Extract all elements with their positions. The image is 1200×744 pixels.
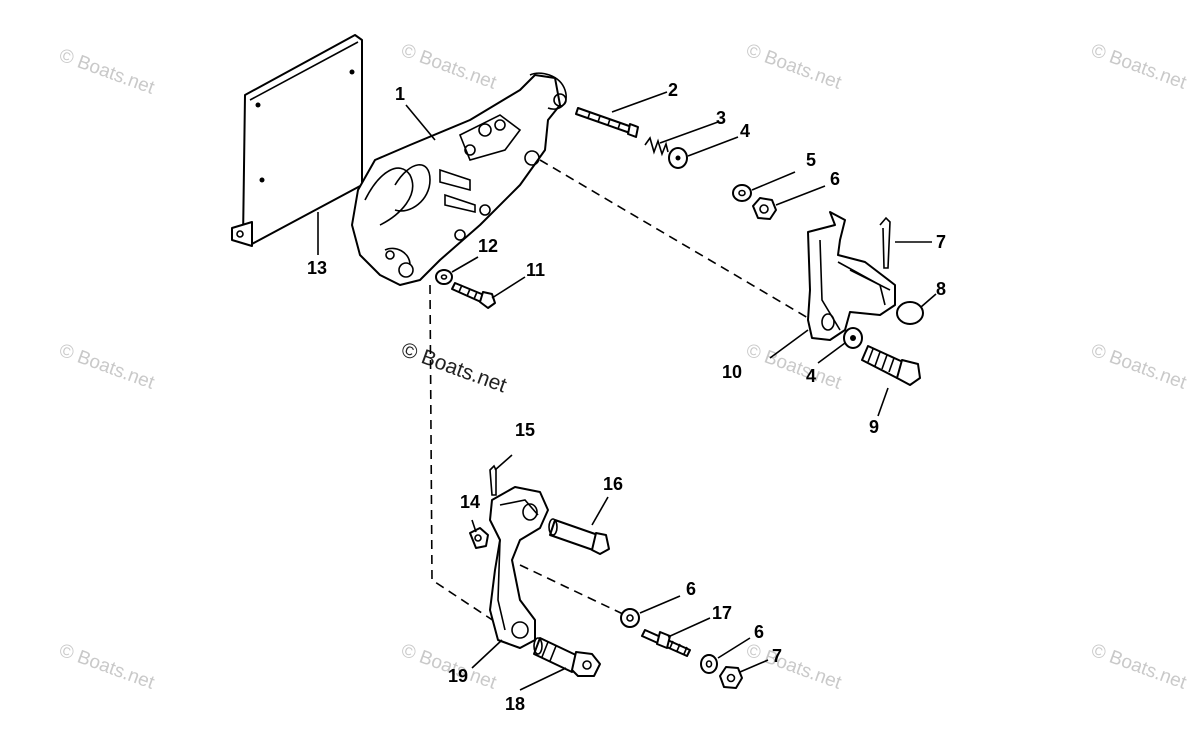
watermark: © Boats.net [56,640,157,694]
callout-labels: 1 2 3 4 5 6 7 8 4 9 10 11 12 13 14 15 16… [307,80,946,714]
washer-5 [732,184,752,202]
callout-17: 17 [712,603,732,623]
leader-lines [317,91,937,691]
watermark: © Boats.net [1088,40,1189,94]
watermark: © Boats.net [743,340,844,394]
callout-2: 2 [668,80,678,100]
pin-14 [469,527,489,549]
lever-10 [807,211,896,341]
callout-7: 7 [936,232,946,252]
callout-5: 5 [806,150,816,170]
stud-17 [641,629,691,657]
callout-18: 18 [505,694,525,714]
link-arm-19 [489,486,549,649]
pin-16 [548,518,610,555]
washer-6-middle [620,608,640,628]
washer-6-lower [700,654,718,674]
callout-4-lower: 4 [806,366,816,386]
callout-6-lower: 6 [754,622,764,642]
callout-4: 4 [740,121,750,141]
washer-4-lower [843,327,863,349]
watermark: © Boats.net [56,340,157,394]
watermark: © Boats.net [56,45,157,99]
callout-8: 8 [936,279,946,299]
watermark: © Boats.net [743,40,844,94]
callout-11: 11 [526,260,545,280]
cotter-pin-15 [489,464,497,496]
cap-8 [896,301,924,325]
bracket-1 [351,72,567,286]
callout-10: 10 [722,362,742,382]
shoulder-bolt-18 [533,637,601,677]
callout-7-lower: 7 [772,646,782,666]
nut-6-top [752,197,777,220]
washer-12 [435,269,453,285]
alignment-lines [429,159,821,626]
watermark: © Boats.net [398,40,499,94]
watermark: © Boats.net [743,640,844,694]
washer-4-top [668,147,688,169]
callout-14: 14 [460,492,480,512]
callout-16: 16 [603,474,623,494]
callout-9: 9 [869,417,879,437]
callout-15: 15 [515,420,535,440]
callout-3: 3 [716,108,726,128]
plate-13 [231,34,363,247]
watermark: © Boats.net [1088,340,1189,394]
watermark: © Boats.net [1088,640,1189,694]
bolt-9 [861,345,921,386]
callout-19: 19 [448,666,468,686]
watermark-center: © Boats.net [398,338,509,397]
cotter-pin-7-top [879,216,891,269]
callout-1: 1 [395,84,405,104]
bolt-2 [575,107,639,138]
callout-13: 13 [307,258,327,278]
spring-3 [644,136,669,157]
callout-6: 6 [830,169,840,189]
nut-7-lower [719,666,743,689]
watermarks: © Boats.net © Boats.net © Boats.net © Bo… [56,40,1189,694]
callout-12: 12 [478,236,498,256]
bolt-11 [451,282,496,309]
callout-6-middle: 6 [686,579,696,599]
